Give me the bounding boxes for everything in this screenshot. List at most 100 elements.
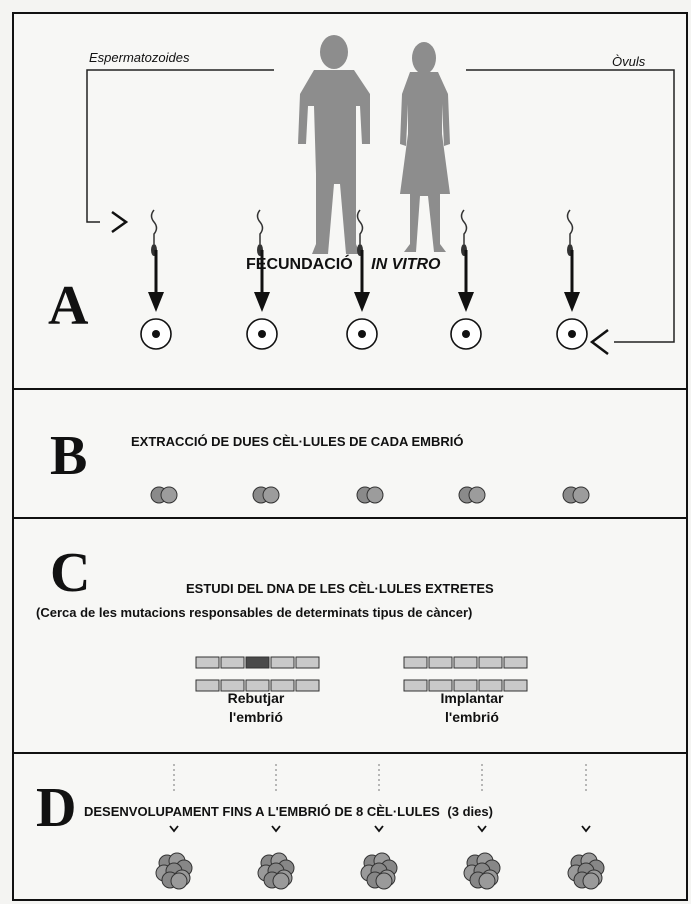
reject-label: Rebutjar l'embrió [226, 690, 286, 725]
implant-label: Implantar l'embrió [434, 690, 510, 725]
reject-label-line1: Rebutjar [227, 690, 285, 706]
extracted-cell-pair-icon [356, 486, 384, 504]
extracted-cell-pair-icon [562, 486, 590, 504]
panel-c-drawing [195, 656, 528, 692]
dna-band [195, 656, 220, 669]
woman-silhouette-icon [400, 42, 450, 252]
arrow-down-icon [458, 292, 474, 312]
egg-nucleus-icon [152, 330, 160, 338]
embryo-column [360, 764, 398, 890]
dna-band [270, 679, 295, 692]
panel-b-drawing [150, 486, 590, 504]
egg-nucleus-icon [462, 330, 470, 338]
ovule-label: Òvuls [612, 54, 646, 69]
ovule-arrowhead-icon [589, 329, 609, 355]
dna-band [453, 679, 478, 692]
arrow-down-icon [148, 292, 164, 312]
dna-study-subtitle: (Cerca de les mutacions responsables de … [36, 605, 473, 620]
dna-band [453, 656, 478, 669]
sperm-icon [460, 209, 468, 244]
dna-band [403, 656, 428, 669]
man-silhouette-icon [298, 35, 370, 254]
dna-band [503, 656, 528, 669]
fertilization-title-main: FECUNDACIÓ [246, 256, 353, 273]
chevron-down-icon [374, 825, 384, 833]
dna-strip-implant-top [403, 656, 528, 669]
chevron-down-icon [271, 825, 281, 833]
sperm-arrowhead-icon [111, 210, 129, 234]
development-title-main: DESENVOLUPAMENT FINS A L'EMBRIÓ DE 8 CÈL… [84, 804, 440, 819]
sperm-icon [356, 209, 364, 244]
dna-band [295, 656, 320, 669]
panel-b-letter: B [50, 425, 88, 487]
dna-band [428, 679, 453, 692]
eight-cell-embryo-icon [155, 852, 193, 890]
dna-band [478, 679, 503, 692]
panel-d-letter: D [36, 777, 77, 839]
dna-band [295, 679, 320, 692]
fertilization-column [140, 209, 172, 350]
egg-nucleus-icon [568, 330, 576, 338]
dna-strip-reject-bottom [195, 679, 320, 692]
embryo-column [567, 764, 605, 890]
diagram-frame: Espermatozoides Òvuls A FECUNDACIÓ IN VI… [12, 12, 688, 901]
fertilization-column [556, 209, 588, 350]
embryo-column [257, 764, 295, 890]
development-title: DESENVOLUPAMENT FINS A L'EMBRIÓ DE 8 CÈL… [84, 804, 493, 819]
panel-c-letter: C [50, 542, 91, 604]
dna-band [195, 679, 220, 692]
development-days: (3 dies) [447, 804, 493, 819]
divider-b-c [14, 517, 686, 519]
panel-a-letter: A [48, 275, 89, 337]
sperm-connector-line [86, 69, 274, 223]
dna-band [428, 656, 453, 669]
panel-d: D DESENVOLUPAMENT FINS A L'EMBRIÓ DE 8 C… [14, 754, 686, 903]
eight-cell-embryo-icon [463, 852, 501, 890]
panel-c: C ESTUDI DEL DNA DE LES CÈL·LULES EXTRET… [14, 519, 686, 752]
arrow-down-icon [564, 292, 580, 312]
chevron-down-icon [477, 825, 487, 833]
chevron-down-icon [581, 825, 591, 833]
chevron-down-icon [169, 825, 179, 833]
dna-strip-implant-bottom [403, 679, 528, 692]
extraction-title: EXTRACCIÓ DE DUES CÈL·LULES DE CADA EMBR… [131, 434, 464, 449]
divider-c-d [14, 752, 686, 754]
eight-cell-embryo-icon [360, 852, 398, 890]
embryo-column [463, 764, 501, 890]
panel-b: B EXTRACCIÓ DE DUES CÈL·LULES DE CADA EM… [14, 390, 686, 517]
eight-cell-embryo-icon [567, 852, 605, 890]
dna-mutation-band [245, 656, 270, 669]
arrow-down-icon [254, 292, 270, 312]
eight-cell-embryo-icon [257, 852, 295, 890]
arrow-down-icon [354, 292, 370, 312]
egg-nucleus-icon [258, 330, 266, 338]
dna-band [220, 679, 245, 692]
panel-a-drawing [86, 35, 675, 355]
extracted-cell-pair-icon [150, 486, 178, 504]
dna-strip-reject-top [195, 656, 320, 669]
fertilization-title-italic: IN VITRO [371, 256, 441, 273]
dna-band [478, 656, 503, 669]
embryo-column [155, 764, 193, 890]
extracted-cell-pair-icon [252, 486, 280, 504]
sperm-label: Espermatozoides [89, 50, 190, 65]
ovule-connector-line [466, 69, 675, 343]
implant-label-line1: Implantar [440, 690, 504, 706]
sperm-icon [150, 209, 158, 244]
panel-d-drawing [155, 764, 605, 890]
egg-nucleus-icon [358, 330, 366, 338]
panel-a: Espermatozoides Òvuls A FECUNDACIÓ IN VI… [14, 14, 686, 388]
fertilization-column [450, 209, 482, 350]
extracted-cell-pair-icon [458, 486, 486, 504]
dna-band [403, 679, 428, 692]
fertilization-column [346, 209, 378, 350]
reject-label-line2: l'embrió [229, 709, 283, 725]
fertilization-column [246, 209, 278, 350]
dna-band [245, 679, 270, 692]
implant-label-line2: l'embrió [445, 709, 499, 725]
divider-a-b [14, 388, 686, 390]
dna-band [220, 656, 245, 669]
dna-band [270, 656, 295, 669]
fertilization-title: FECUNDACIÓ IN VITRO [246, 256, 440, 274]
sperm-icon [256, 209, 264, 244]
